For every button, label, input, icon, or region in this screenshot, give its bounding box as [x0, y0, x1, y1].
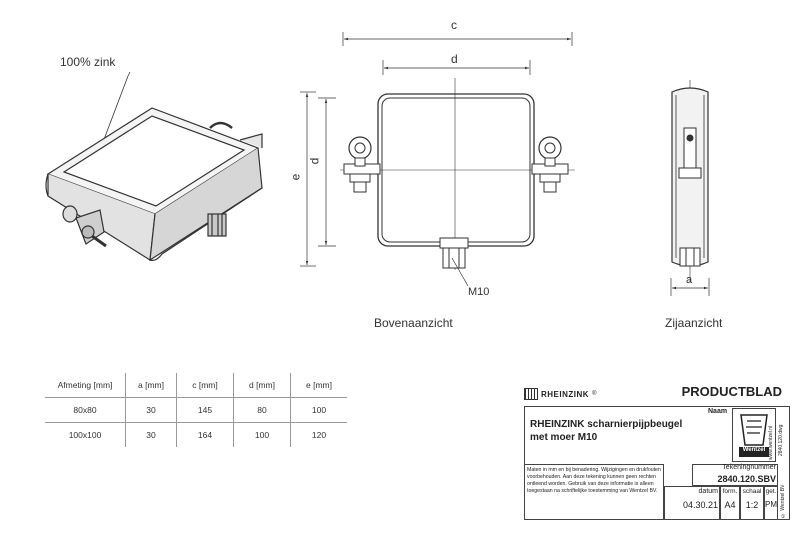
drawn-label: get.: [765, 488, 777, 495]
side-view: [670, 80, 710, 296]
dim-d-top-label: d: [451, 52, 458, 66]
table-header: a [mm]: [125, 373, 177, 398]
file-ref: 2840.120.dwg: [778, 424, 784, 456]
table-cell: 120: [311, 430, 327, 440]
dim-d-side-label: d: [307, 157, 322, 165]
product-line-2: met moer M10: [530, 432, 598, 443]
format-value: A4: [724, 500, 736, 510]
table-row: 100x100 30 164 100 120: [45, 422, 347, 447]
table-header-row: Afmeting [mm] a [mm] c [mm] d [mm] e [mm…: [45, 373, 347, 398]
table-cell: 100: [290, 397, 347, 423]
drawing-number-box: [692, 464, 778, 486]
thread-label: M10: [468, 286, 490, 298]
col-scale: [740, 486, 764, 520]
dim-c-label: c: [451, 18, 457, 32]
dim-a-label: a: [686, 274, 693, 286]
table-cell: 164: [176, 422, 234, 447]
table-header: c [mm]: [176, 373, 234, 398]
table-cell: 80x80: [45, 397, 126, 423]
scale-value: 1:2: [745, 500, 759, 510]
table-cell: 30: [125, 422, 177, 447]
wentzel-logo-box: Wentzel: [732, 408, 776, 462]
drawn-value: PM: [765, 500, 777, 509]
side-view-caption: Zijaanzicht: [665, 316, 723, 330]
col-format: [720, 486, 740, 520]
col-date: [664, 486, 720, 520]
top-view-caption: Bovenaanzicht: [374, 316, 453, 330]
dimension-table: Afmeting [mm] a [mm] c [mm] d [mm] e [mm…: [45, 373, 347, 447]
table-cell: 100: [233, 422, 291, 447]
date-value: 04.30.21: [682, 500, 718, 510]
table-header: d [mm]: [233, 373, 291, 398]
table-cell: 30: [125, 397, 177, 423]
website: www.wentzel.nl: [768, 425, 774, 460]
product-line-1: RHEINZINK scharnierpijpbeugel: [530, 419, 683, 430]
table-header: e [mm]: [290, 373, 347, 398]
table-row: 80x80 30 145 80 100: [45, 397, 347, 423]
brand-mark: ®: [592, 391, 597, 397]
brand-logo: RHEINZINK®: [524, 388, 596, 400]
format-label: form.: [722, 488, 738, 495]
top-view: [300, 32, 575, 287]
brand-icon: [524, 388, 538, 400]
name-label: Naam: [708, 408, 728, 415]
copyright: © Wentzel BV: [780, 484, 786, 518]
isometric-view: [45, 71, 263, 262]
table-header: Afmeting [mm]: [45, 373, 126, 398]
title-block: RHEINZINK® PRODUCTBLAD Naam RHEINZINK sc…: [520, 382, 790, 522]
date-label: datum: [698, 488, 718, 495]
drawing-number: 2840.120.SBV: [717, 474, 776, 484]
scale-label: schaal: [742, 488, 762, 495]
wentzel-logo-icon: [739, 414, 769, 457]
table-cell: 100x100: [45, 422, 126, 447]
logo-text: Wentzel: [742, 447, 766, 453]
table-cell: 145: [176, 397, 234, 423]
dim-e-label: e: [288, 173, 303, 181]
brand-name: RHEINZINK: [541, 389, 590, 399]
product-name: RHEINZINK scharnierpijpbeugel met moer M…: [530, 418, 682, 444]
drawing-number-label: Tekeningnummer: [722, 464, 776, 471]
disclaimer: Maten in mm en bij benadering. Wijziging…: [527, 467, 661, 494]
disclaimer-box: [524, 464, 664, 520]
col-drawn: [764, 486, 778, 520]
doc-type: PRODUCTBLAD: [681, 384, 782, 399]
table-cell: 80: [233, 397, 291, 423]
material-label: 100% zink: [60, 55, 116, 69]
